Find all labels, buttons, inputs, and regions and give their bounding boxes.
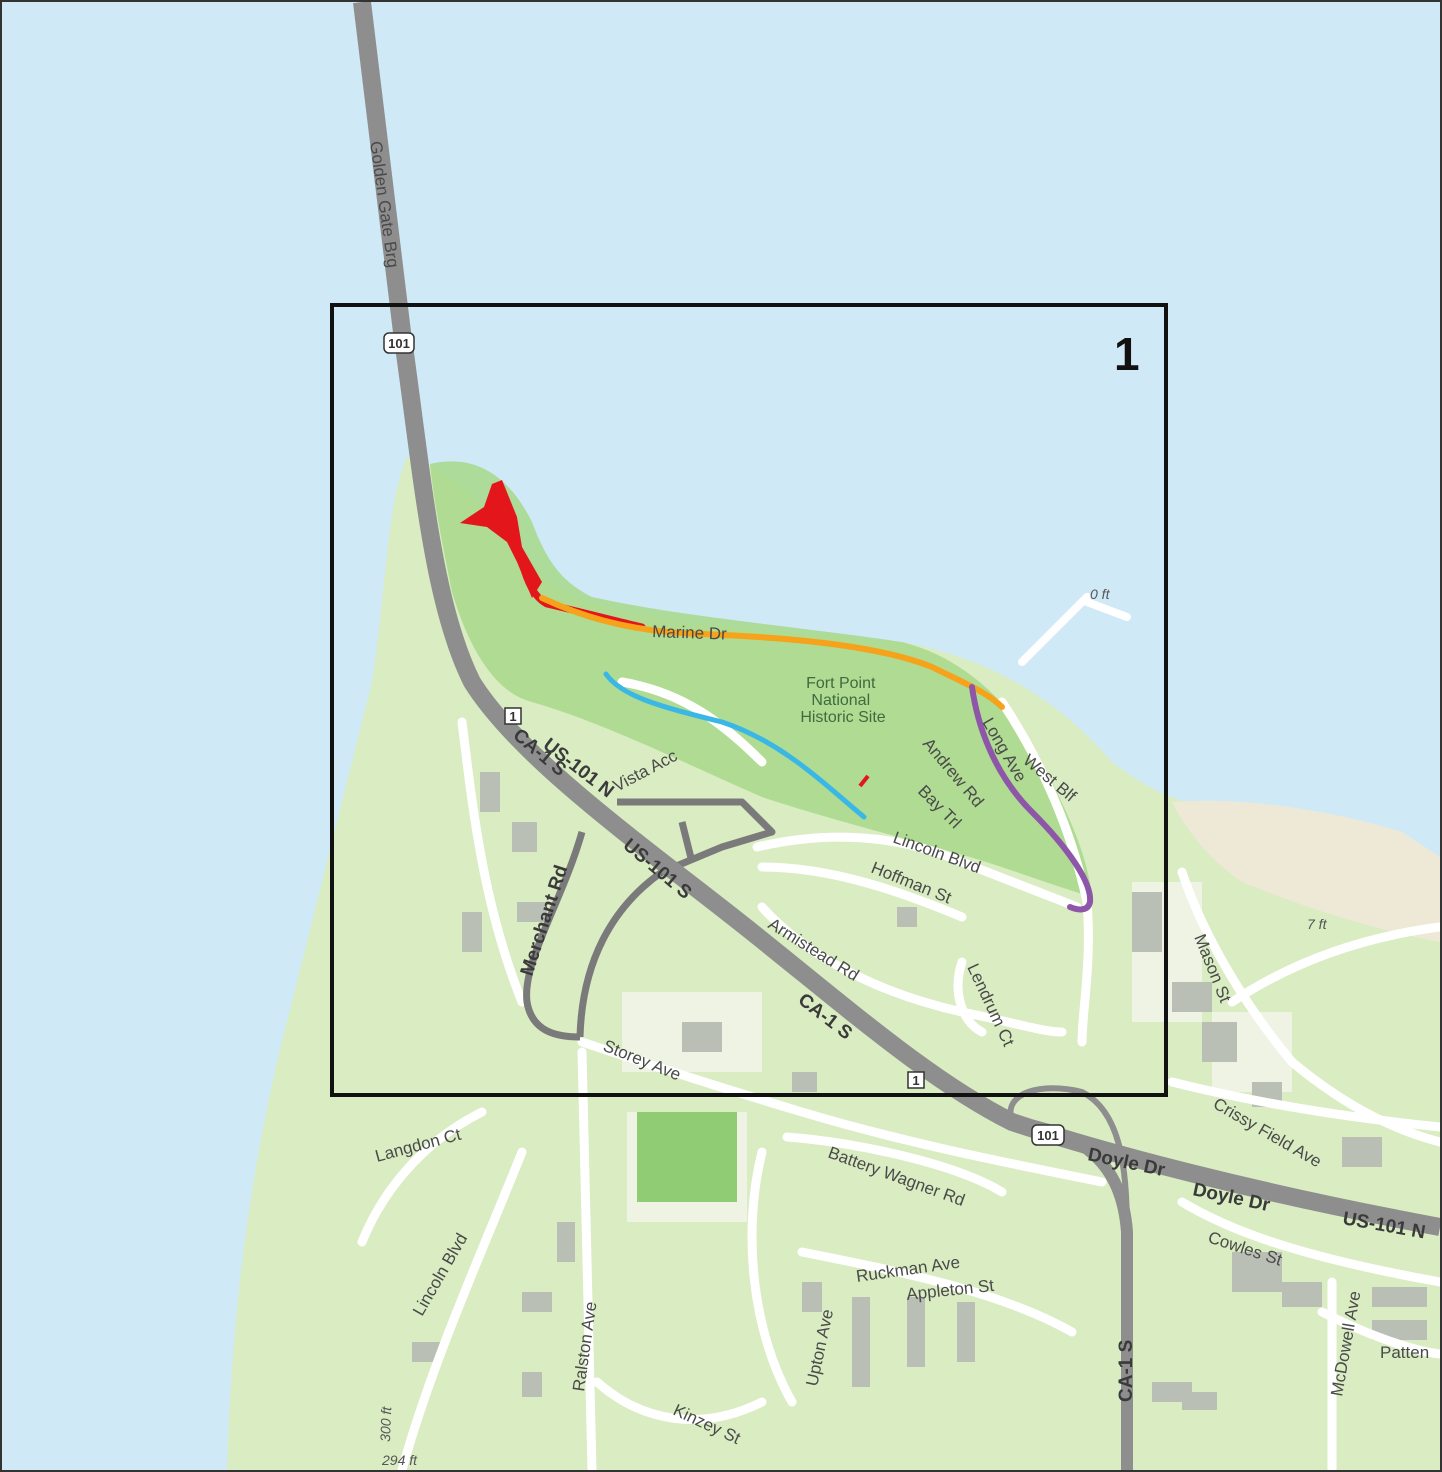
svg-text:101: 101 xyxy=(388,336,410,351)
elev-pier: 0 ft xyxy=(1090,586,1111,602)
park-label: Fort Point National Historic Site xyxy=(800,675,885,726)
minor-roads xyxy=(357,677,1440,1470)
frame-number: 1 xyxy=(1114,328,1140,380)
highway-main xyxy=(353,2,1440,1236)
trail-purple xyxy=(969,684,1094,913)
buildings xyxy=(412,772,1427,1410)
us101-shield-top: 101 xyxy=(383,332,415,354)
trail-orange xyxy=(539,595,1005,710)
pier xyxy=(1018,593,1131,666)
elevation-labels: 0 ft 7 ft 300 ft 294 ft xyxy=(377,586,1328,1468)
svg-text:101: 101 xyxy=(1037,1128,1059,1143)
trail-blue xyxy=(603,671,867,820)
label-ca1s-c: CA-1 S xyxy=(1116,1340,1137,1402)
park-label-line3: Historic Site xyxy=(800,709,885,726)
elev-294: 294 ft xyxy=(381,1452,418,1468)
us101-shield-bottom: 101 xyxy=(1031,1124,1065,1146)
ca1-shield-bottom: 1 xyxy=(907,1071,925,1089)
svg-text:1: 1 xyxy=(509,709,516,724)
highway-loop xyxy=(1007,1085,1130,1233)
park-area xyxy=(430,461,1092,897)
map-extent-frame xyxy=(330,303,1168,1097)
trail-red-mark xyxy=(858,774,870,788)
elev-300: 300 ft xyxy=(377,1405,394,1442)
highway-ramps xyxy=(523,798,776,1041)
svg-text:1: 1 xyxy=(912,1073,919,1088)
beach xyxy=(1172,800,1440,942)
ca1-shield-top: 1 xyxy=(504,707,522,725)
ballfield xyxy=(637,1112,737,1202)
label-patten: Patten xyxy=(1380,1343,1429,1362)
elev-seven: 7 ft xyxy=(1307,916,1328,932)
park-label-line2: National xyxy=(811,692,870,709)
park-label-line1: Fort Point xyxy=(806,675,876,692)
label-marine: Marine Dr xyxy=(652,622,728,644)
